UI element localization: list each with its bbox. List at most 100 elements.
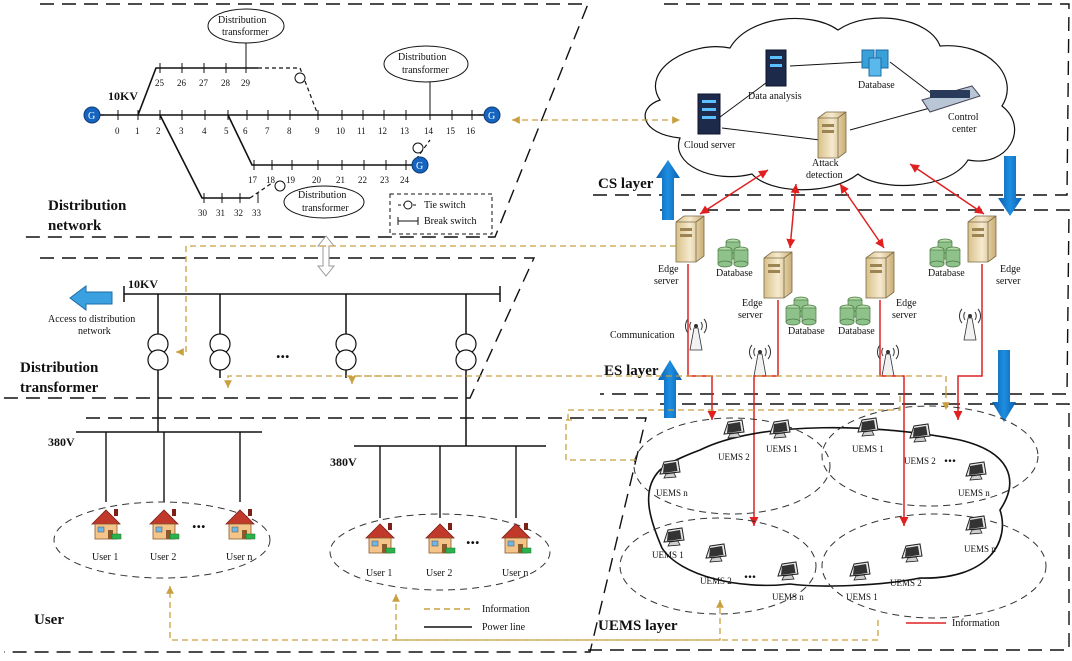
legend-info-power: Information Power line	[424, 604, 530, 633]
edge-database-label: Database	[928, 268, 965, 279]
cloud-server-icon	[697, 93, 721, 135]
uems-label: UEMS n	[964, 544, 996, 554]
edge-database-icon	[718, 239, 748, 267]
attack-detection-label-l1: Attack	[812, 158, 839, 169]
user-label: User 2	[150, 552, 176, 563]
house-icon	[501, 522, 532, 554]
uems-label: UEMS 2	[890, 578, 922, 588]
svg-text:32: 32	[234, 208, 243, 218]
layer-label-dt-l2: transformer	[20, 380, 99, 396]
computer-icon	[705, 543, 727, 563]
uems-label: UEMS 2	[718, 452, 750, 462]
legend-tie-switch: Tie switch	[424, 200, 466, 211]
svg-text:25: 25	[155, 78, 165, 88]
red-links-cs-es	[699, 163, 985, 249]
svg-text:Distribution: Distribution	[298, 190, 346, 201]
blue-arrow-up-icon	[658, 360, 682, 418]
uems-label: UEMS 1	[766, 444, 798, 454]
computer-icon	[849, 561, 871, 581]
svg-text:27: 27	[199, 78, 209, 88]
layer-label-distribution-network-l2: network	[48, 218, 102, 234]
svg-text:3: 3	[179, 126, 184, 136]
node-numbers-bottom: 30 31 32 33	[198, 208, 262, 218]
layer-label-es: ES layer	[604, 363, 659, 379]
control-center-icon	[921, 85, 981, 113]
svg-text:5: 5	[224, 126, 229, 136]
legend-red-information: Information	[906, 618, 1000, 629]
info-flows	[166, 116, 950, 641]
computer-icon	[909, 423, 931, 443]
svg-text:24: 24	[400, 175, 410, 185]
edge-server-icon	[763, 251, 793, 299]
uems-ring	[647, 426, 1011, 587]
edge-server-label-l2: server	[654, 276, 679, 287]
edge-database-icon	[930, 239, 960, 267]
antenna-icon	[748, 344, 772, 377]
dt-bubble-2: Distribution transformer	[383, 45, 469, 83]
voltage-380v-right: 380V	[330, 455, 357, 469]
uems-label: UEMS 2	[700, 576, 732, 586]
computer-icon	[965, 461, 987, 481]
cloud-database-icon	[861, 49, 889, 77]
svg-text:8: 8	[287, 126, 292, 136]
uems-label: UEMS n	[656, 488, 688, 498]
user-label: User 2	[426, 568, 452, 579]
svg-text:30: 30	[198, 208, 208, 218]
generator-icon: G	[411, 156, 429, 174]
svg-text:1: 1	[135, 126, 140, 136]
double-arrow-icon	[316, 235, 336, 277]
svg-text:33: 33	[252, 208, 262, 218]
generator-icon: G	[483, 106, 501, 124]
cloud-database-label: Database	[858, 80, 895, 91]
svg-text:2: 2	[156, 126, 161, 136]
edge-server-label-l2: server	[996, 276, 1021, 287]
user-label: User 1	[92, 552, 118, 563]
blue-arrow-down-icon	[992, 350, 1016, 422]
control-center-label-l1: Control	[948, 112, 979, 123]
access-arrow-icon	[69, 285, 113, 311]
data-analysis-label: Data analysis	[748, 91, 802, 102]
edge-server-label-l1: Edge	[742, 298, 763, 309]
plane-distribution-transformer	[2, 257, 536, 399]
svg-text:Distribution: Distribution	[398, 52, 446, 63]
uems-label: UEMS 1	[852, 444, 884, 454]
data-analysis-icon	[765, 49, 787, 87]
svg-text:16: 16	[466, 126, 476, 136]
edge-server-label-l1: Edge	[1000, 264, 1021, 275]
house-icon	[149, 508, 180, 540]
svg-text:28: 28	[221, 78, 231, 88]
layer-label-distribution-network-l1: Distribution	[48, 198, 127, 214]
computer-icon	[663, 527, 685, 547]
svg-text:0: 0	[115, 126, 120, 136]
access-label-l1: Access to distribution	[48, 314, 135, 325]
house-icon	[365, 522, 396, 554]
layer-label-cs: CS layer	[598, 176, 654, 192]
transformer-icon	[455, 333, 477, 371]
layer-label-user: User	[34, 612, 64, 628]
user-group-right	[329, 513, 551, 591]
edge-server-label-l1: Edge	[896, 298, 917, 309]
svg-text:18: 18	[266, 175, 276, 185]
svg-text:14: 14	[424, 126, 434, 136]
voltage-10kv-mid: 10KV	[128, 277, 158, 291]
svg-text:11: 11	[357, 126, 366, 136]
generator-icon: G	[83, 106, 101, 124]
user-label: User 1	[366, 568, 392, 579]
dt-bubble-3: Distribution transformer	[283, 185, 365, 219]
svg-text:transformer: transformer	[402, 65, 449, 76]
svg-text:17: 17	[248, 175, 258, 185]
cloud-server-label: Cloud server	[684, 140, 736, 151]
legend-break-switch: Break switch	[424, 216, 477, 227]
uems-label: UEMS 1	[846, 592, 878, 602]
ellipsis-uems: ...	[944, 449, 956, 466]
edge-server-label-l1: Edge	[658, 264, 679, 275]
ellipsis-uems: ...	[744, 565, 756, 582]
legend-information: Information	[482, 604, 530, 615]
antenna-icon	[958, 308, 982, 341]
transformer-icon	[147, 333, 169, 371]
edge-server-icon	[967, 215, 997, 263]
dt-bubble-1: Distribution transformer	[207, 8, 285, 44]
user-group-left	[53, 501, 271, 579]
tie-switch	[294, 72, 306, 84]
node-numbers-main: 0 1 2 3 4 5 6 7 8 9 10 11 12 13 14 15 16	[115, 126, 476, 136]
